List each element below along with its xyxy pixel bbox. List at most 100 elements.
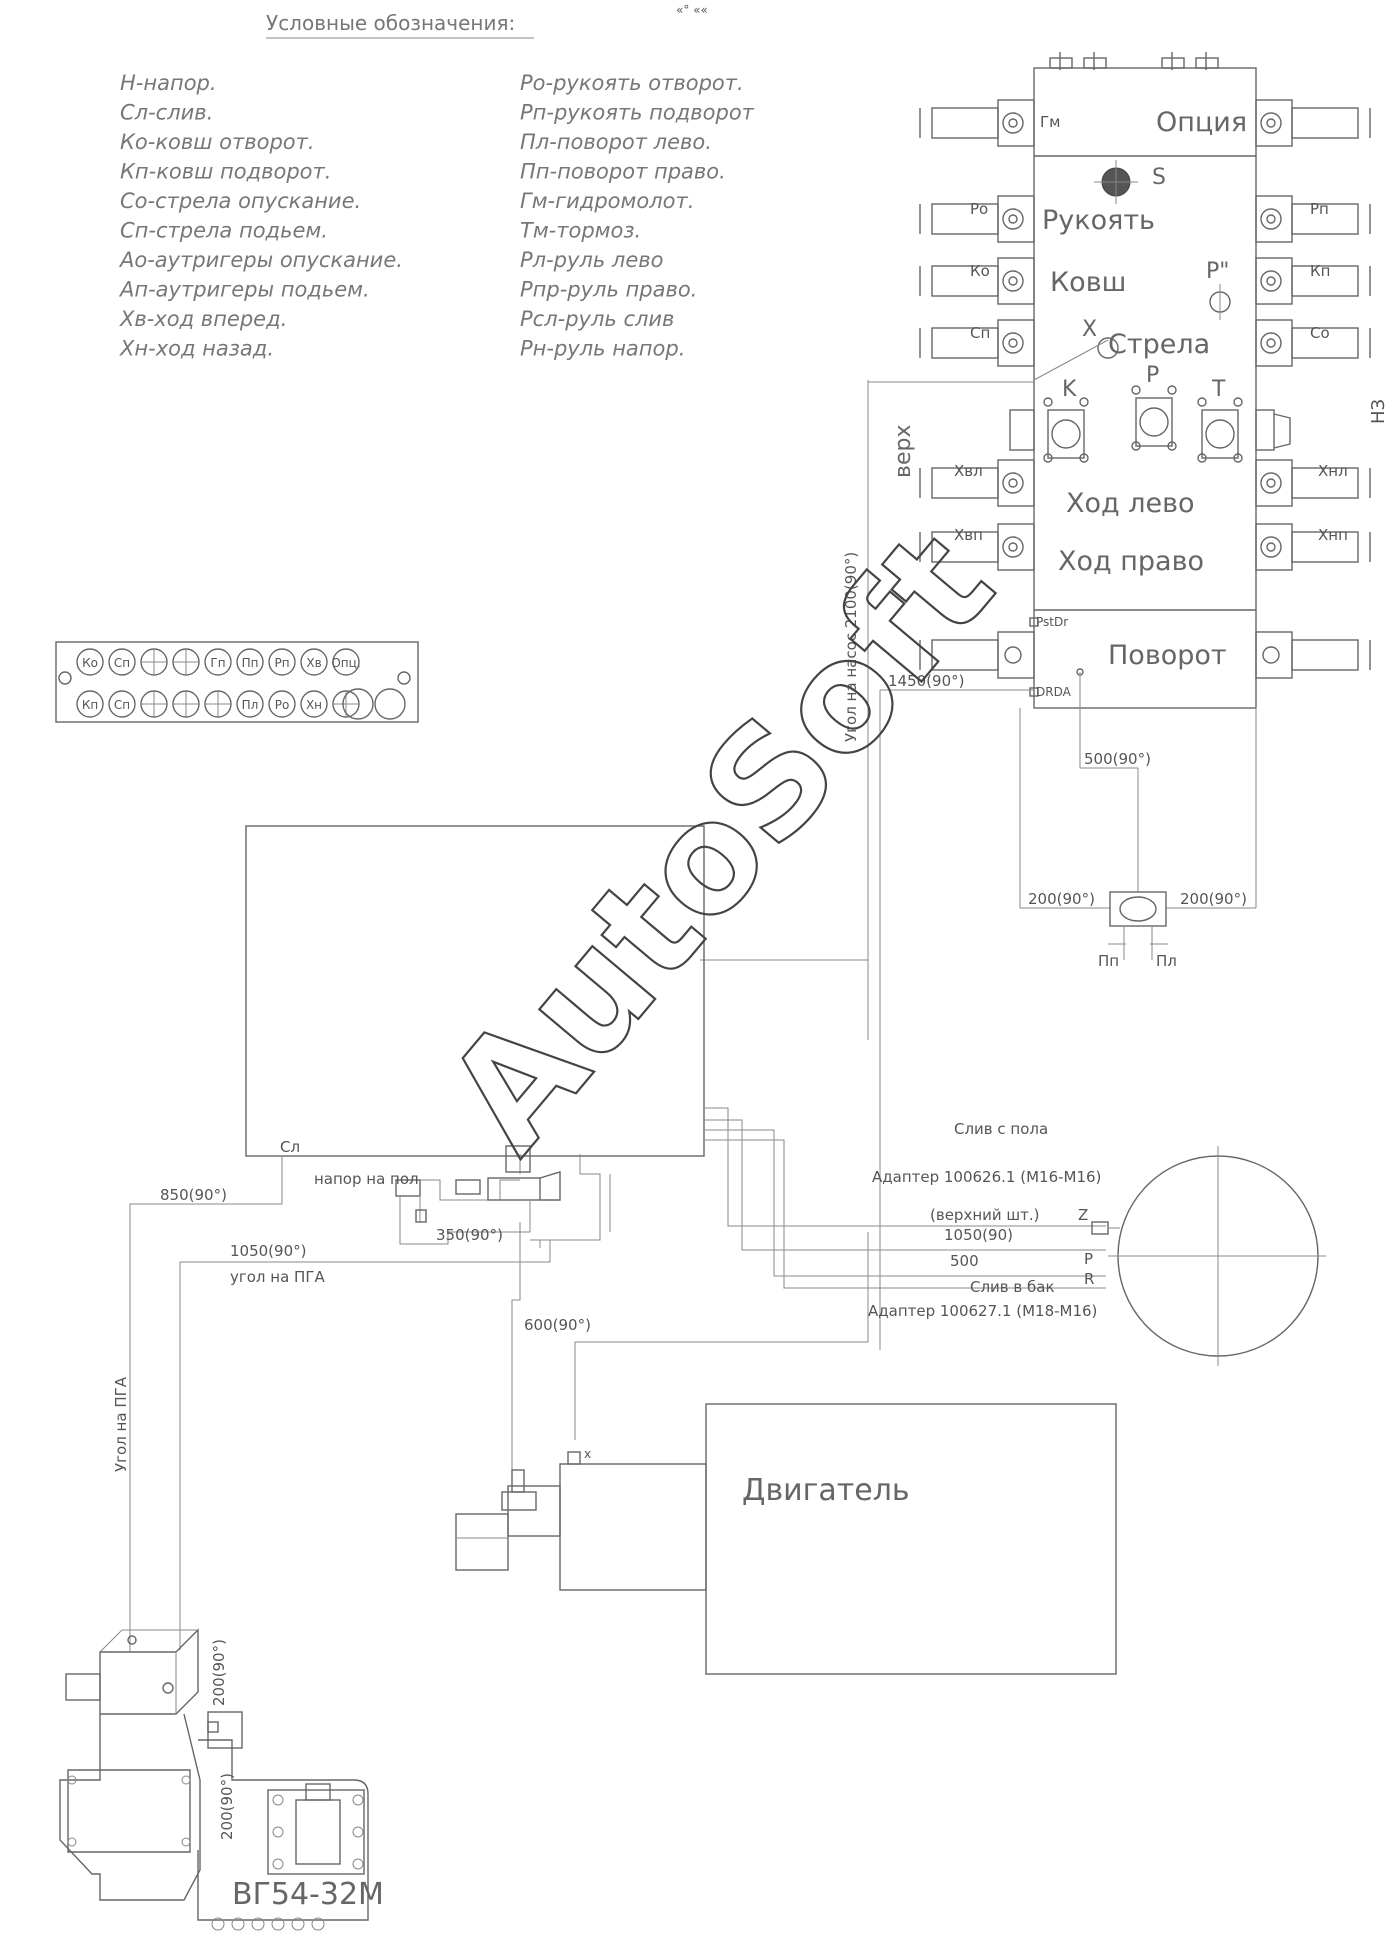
tank-r: R (1084, 1270, 1094, 1288)
legend-item: Рл-руль лево (520, 248, 663, 272)
panel-port-label: Сп (114, 698, 130, 712)
port-label-so: Со (1310, 324, 1330, 342)
right-label-nz: НЗ (1368, 399, 1389, 424)
line-350-label: 350(90°) (436, 1226, 503, 1244)
mark-s: S (1152, 165, 1166, 190)
panel-port-icon (236, 648, 264, 676)
line-1050-label: 1050(90°) (230, 1242, 306, 1260)
mark-p: P (1146, 363, 1159, 388)
tank-500: 500 (950, 1252, 979, 1270)
port-label-hvl: Хвл (954, 462, 983, 480)
tank-adapter2: Адаптер 100627.1 (М18-М16) (868, 1302, 1097, 1320)
panel-port-label: Пп (242, 656, 259, 670)
port-label-kp: Кп (1310, 262, 1330, 280)
tank-1050: 1050(90) (944, 1226, 1013, 1244)
panel-port-icon (268, 648, 296, 676)
port-label-hnp: Хнп (1318, 526, 1348, 544)
legend-item: Хн-ход назад. (119, 337, 274, 361)
floor-pressure-label: напор на пол (314, 1170, 419, 1188)
legend-left-column: Н-напор.Сл-слив.Ко-ковш отворот.Кп-ковш … (118, 71, 403, 361)
section-travel-right: Ход право (1058, 546, 1204, 577)
pump-model-label: ВГ54-32М (232, 1877, 384, 1912)
port-label-sp: Сп (970, 324, 990, 342)
panel-port-label: Ро (275, 698, 290, 712)
legend-item: Сл-слив. (120, 101, 213, 125)
panel-port-icon (76, 690, 104, 718)
mark-pstdr: PstDr (1036, 615, 1068, 629)
line-500-label: 500(90°) (1084, 750, 1151, 768)
mark-t: T (1211, 377, 1226, 402)
panel-port-label: Пл (242, 698, 259, 712)
legend-item: Рн-руль напор. (520, 337, 685, 361)
pga-angle-label: угол на ПГА (230, 1268, 325, 1286)
port-label-rp: Рп (1310, 200, 1329, 218)
legend-item: Ко-ковш отворот. (120, 130, 315, 154)
legend-item: Рп-рукоять подворот (520, 101, 755, 125)
line-labels: Угол на насос 2100(90°) 1450(90°) 500(90… (112, 552, 1247, 1840)
engine: Двигатель x (455, 1403, 1117, 1675)
legend-title: Условные обозначения: (266, 11, 515, 35)
line-200b-label: 200(90°) (1180, 890, 1247, 908)
section-boom: Стрела (1108, 329, 1210, 360)
panel-port-icon (108, 648, 136, 676)
panel-port-icon (300, 648, 328, 676)
engine-label: Двигатель (742, 1473, 910, 1508)
pump-200b-label: 200(90°) (218, 1773, 236, 1840)
section-travel-left: Ход лево (1066, 488, 1195, 519)
section-handle: Рукоять (1042, 205, 1155, 236)
engine-x-mark: x (584, 1447, 591, 1461)
tank-floor-drain: Слив с пола (954, 1120, 1048, 1138)
legend-item: Ро-рукоять отворот. (520, 71, 744, 95)
port-label-hnl: Хнл (1318, 462, 1348, 480)
mark-x: X (1082, 317, 1097, 342)
legend-item: Тм-тормоз. (520, 219, 641, 243)
section-option: Опция (1156, 107, 1247, 138)
line-200a-label: 200(90°) (1028, 890, 1095, 908)
tank-p: P (1084, 1250, 1093, 1268)
panel-port-icon (236, 690, 264, 718)
mark-k: K (1062, 377, 1077, 402)
panel-port-icon (108, 690, 136, 718)
tank-drain: Слив в бак (970, 1278, 1055, 1296)
legend-item: Рпр-руль право. (520, 278, 697, 302)
legend: Условные обозначения: «° «« Н-напор. Сл-с… (118, 3, 755, 361)
legend-item: Ао-аутригеры опускание. (118, 248, 403, 272)
hydraulic-lines (129, 380, 1257, 1652)
panel-port-label: Кп (82, 698, 98, 712)
panel-port-label: Рп (274, 656, 289, 670)
line-850-label: 850(90°) (160, 1186, 227, 1204)
panel-port-label: Опц. (331, 656, 360, 670)
port-label-hvp: Хвп (954, 526, 983, 544)
tank-upper: (верхний шт.) (930, 1206, 1039, 1224)
panel-port-label: Хн (306, 698, 322, 712)
pump-200a-label: 200(90°) (210, 1639, 228, 1706)
pump-assembly: ВГ54-32М (59, 1628, 384, 1931)
panel-port-label: Ко (82, 656, 98, 670)
tank-z: Z (1078, 1206, 1088, 1224)
port-label-ro: Ро (970, 200, 988, 218)
panel-port-icon (300, 690, 328, 718)
legend-item: Сп-стрела подьем. (120, 219, 328, 243)
side-label-top: верх (891, 425, 916, 479)
legend-item: Хв-ход вперед. (119, 307, 287, 331)
pump-angle-label: Угол на насос 2100(90°) (842, 552, 860, 742)
legend-item: Ап-аутригеры подьем. (118, 278, 370, 302)
legend-item: Рсл-руль слив (520, 307, 674, 331)
panel-port-icon (76, 648, 104, 676)
section-bucket: Ковш (1050, 267, 1126, 298)
swing-right-label: Пп (1098, 952, 1119, 970)
panel-port-icon (204, 648, 232, 676)
panel-port-label: Хв (306, 656, 321, 670)
watermark: AutoSoft (414, 500, 1027, 1183)
legend-item: Со-стрела опускание. (120, 189, 361, 213)
top-mark: «° «« (676, 3, 708, 17)
control-valve-block: Опция Рукоять Ковш Стрела Ход лево Ход п… (891, 52, 1389, 709)
section-swing: Поворот (1108, 640, 1227, 671)
port-label-gm: Гм (1040, 113, 1060, 131)
hydraulic-tank: Слив с пола Адаптер 100626.1 (М16-М16) (… (868, 1120, 1326, 1366)
legend-item: Н-напор. (120, 71, 217, 95)
line-1450-label: 1450(90°) (888, 672, 964, 690)
